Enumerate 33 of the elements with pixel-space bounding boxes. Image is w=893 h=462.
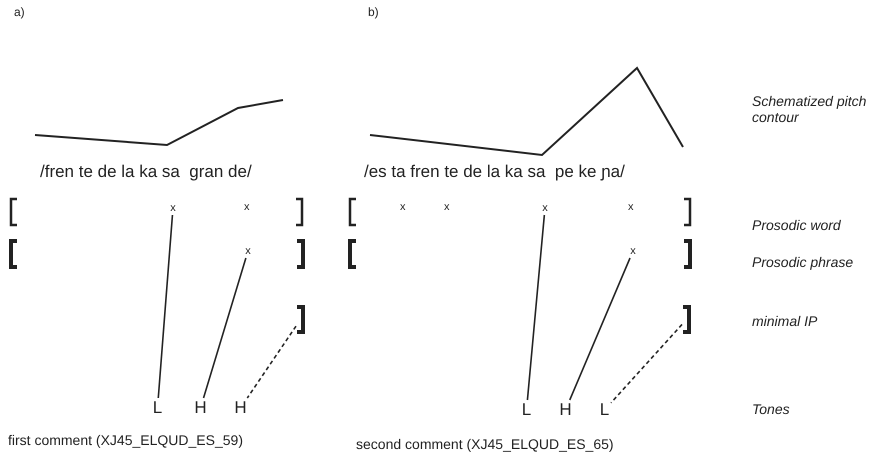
grid-mark: x xyxy=(628,244,638,258)
panel-label: b) xyxy=(368,6,379,20)
transcription: /fren te de la ka sa gran de/ xyxy=(40,162,252,182)
tone-label: L xyxy=(151,398,164,418)
grid-mark: x xyxy=(628,201,634,214)
tone-label: L xyxy=(598,400,611,420)
association-line xyxy=(246,326,297,398)
grid-mark: x xyxy=(168,201,178,215)
transcription: /es ta fren te de la ka sa pe ke ɲa/ xyxy=(364,162,625,182)
bracket xyxy=(296,305,305,334)
caption: first comment (XJ45_ELQUD_ES_59) xyxy=(8,432,243,448)
caption: second comment (XJ45_ELQUD_ES_65) xyxy=(356,436,614,452)
grid-mark: x xyxy=(540,201,550,215)
tone-label: H xyxy=(193,398,208,418)
grid-mark: x xyxy=(400,201,406,214)
tier-label: Prosodic phrase xyxy=(752,254,854,270)
association-line xyxy=(569,258,631,400)
association-line xyxy=(526,214,546,400)
tone-label: H xyxy=(558,400,573,420)
tier-label: Tones xyxy=(752,401,790,418)
panel-label: a) xyxy=(14,6,25,20)
grid-mark: x xyxy=(243,244,253,258)
tier-label: Prosodic word xyxy=(752,217,841,234)
grid-mark: x xyxy=(444,201,450,214)
tier-label: minimal IP xyxy=(752,313,818,330)
tier-label: Schematized pitch contour xyxy=(752,93,868,126)
tone-label: L xyxy=(520,400,533,420)
grid-mark: x xyxy=(244,201,250,214)
tone-label: H xyxy=(233,398,248,418)
association-line xyxy=(610,324,683,404)
bracket xyxy=(682,305,691,334)
association-line xyxy=(202,258,247,398)
association-line xyxy=(157,214,174,398)
